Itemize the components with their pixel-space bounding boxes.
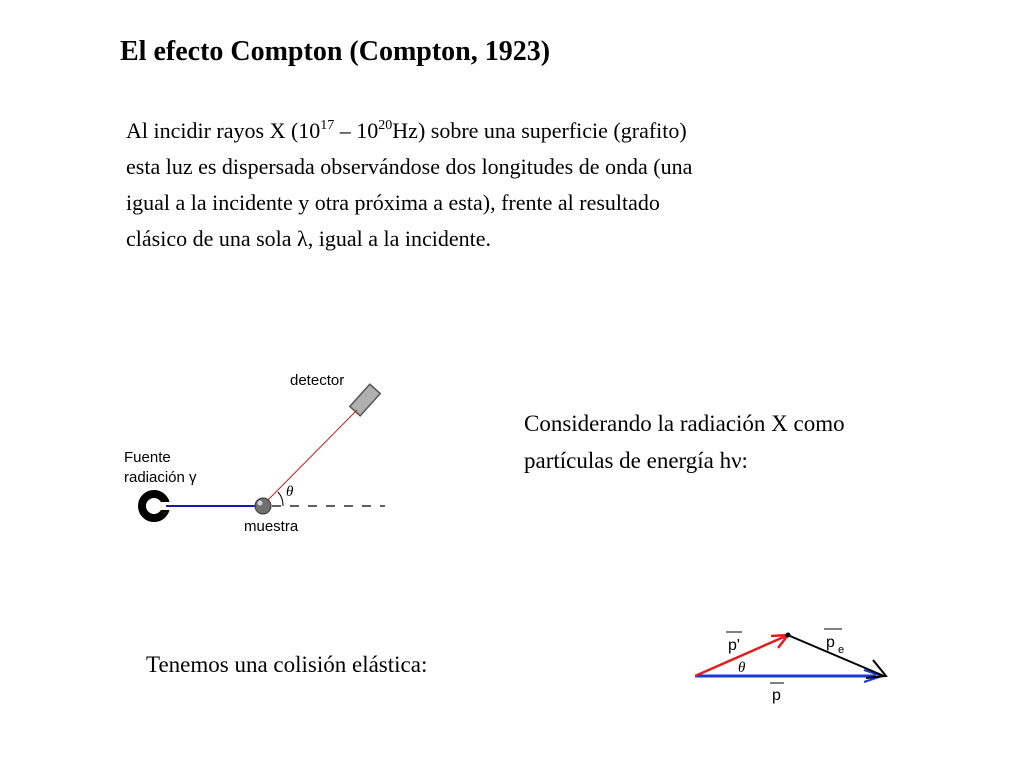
considering-line-2: partículas de energía hν: — [524, 448, 748, 473]
p-e-vector — [789, 635, 885, 677]
p-e-subscript: e — [838, 644, 844, 656]
exponent-17: 17 — [320, 118, 335, 133]
vector-theta-label: θ — [738, 660, 746, 676]
collision-text: Tenemos una colisión elástica: — [146, 652, 428, 677]
vertex-dot — [785, 632, 791, 638]
intro-line-3: igual a la incidente y otra próxima a es… — [126, 190, 660, 215]
p-prime-label: p' — [728, 637, 740, 654]
source-label-line-1: Fuente — [124, 449, 171, 466]
slide-title: El efecto Compton (Compton, 1923) — [120, 36, 551, 67]
intro-line-1-part-b: – 10 — [334, 118, 379, 143]
intro-paragraph: Al incidir rayos X (1017 – 1020Hz) sobre… — [126, 113, 886, 257]
p-label: p — [772, 687, 781, 704]
detector — [348, 383, 382, 417]
p-e-label: p — [826, 634, 835, 651]
theta-label: θ — [286, 484, 294, 500]
intro-line-1-part-c: Hz) sobre una superficie (grafito) — [392, 118, 687, 143]
detector-label: detector — [290, 372, 344, 389]
sample — [254, 497, 272, 515]
sample-highlight — [257, 500, 263, 506]
p-e-arrowhead — [865, 659, 888, 679]
p-prime-vector — [694, 634, 787, 678]
source-label-line-2: radiación γ — [124, 469, 197, 486]
momentum-vector-diagram: p' p e θ p — [694, 628, 888, 704]
exponent-20: 20 — [378, 118, 393, 133]
considering-line-1: Considerando la radiación X como — [524, 411, 845, 436]
intro-line-4: clásico de una sola λ, igual a la incide… — [126, 226, 491, 251]
compton-setup-diagram: detector Fuente radiación γ θ muestra — [124, 372, 385, 535]
angle-arc — [277, 491, 284, 507]
intro-line-1: Al incidir rayos X (1017 – 1020Hz) sobre… — [126, 113, 886, 149]
considering-text: Considerando la radiación X como partícu… — [524, 405, 845, 479]
intro-line-1-part-a: Al incidir rayos X (10 — [126, 118, 321, 143]
sample-label: muestra — [244, 518, 299, 535]
intro-line-2: esta luz es dispersada observándose dos … — [126, 154, 693, 179]
scattered-beam — [262, 409, 358, 506]
